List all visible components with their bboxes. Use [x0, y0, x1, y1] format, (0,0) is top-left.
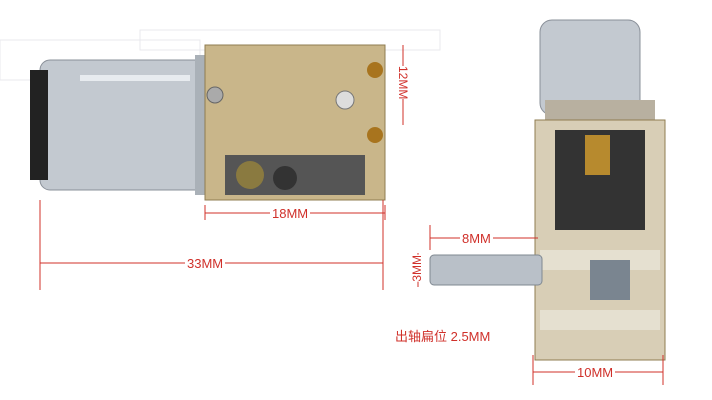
dimension-gearbox-height: 12MM: [394, 66, 412, 100]
side-view-gearbox: [204, 44, 386, 201]
dimension-shaft-length: 8MM: [460, 231, 493, 246]
dimension-shaft-flat: 出轴扁位 2.5MM: [393, 326, 493, 345]
dimension-shaft-diameter: 3MM: [408, 255, 426, 282]
front-view-gearbox: [534, 119, 666, 361]
dimension-gearbox-width: 10MM: [575, 365, 616, 380]
side-view-motor: [30, 55, 215, 195]
dimension-total-length: 33MM: [185, 256, 226, 271]
dimension-gearbox-length: 18MM: [270, 206, 311, 221]
output-shaft: [429, 254, 543, 286]
front-view-motor: [539, 19, 655, 120]
